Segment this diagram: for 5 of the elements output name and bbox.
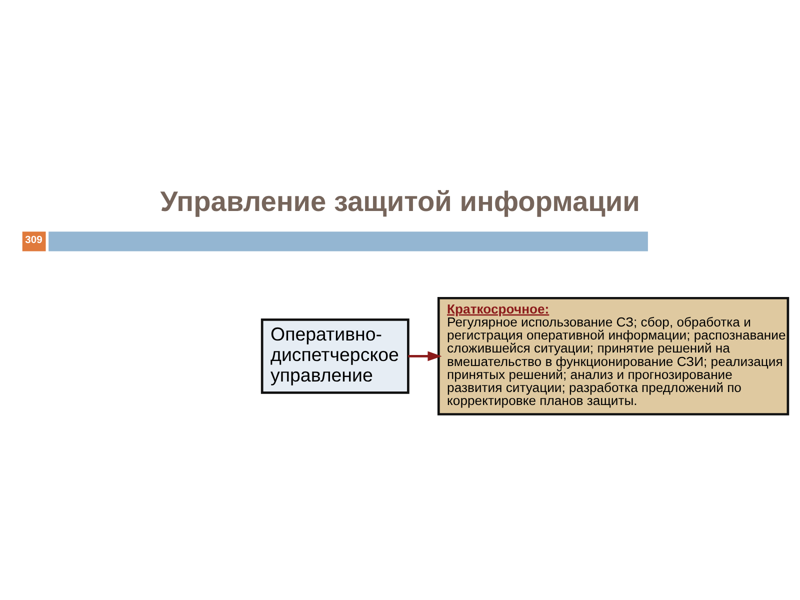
arrow [408,351,442,362]
node-box: Краткосрочное: Регулярное использование СЗ; сбор, обработка и регистрация оперативной информации; распознавание сложившейся ситуации; принятие решений на вмешательство в функционирование СЗИ; реализация принятых решений; анализ и прогнозирование развития ситуации; разработка предложений по корректировке планов защиты. [437,296,790,416]
diagram-title: Управление защитой информации [160,186,640,218]
label: 309 [25,235,42,246]
node-box: Оперативно-диспетчерское управление [260,318,410,394]
